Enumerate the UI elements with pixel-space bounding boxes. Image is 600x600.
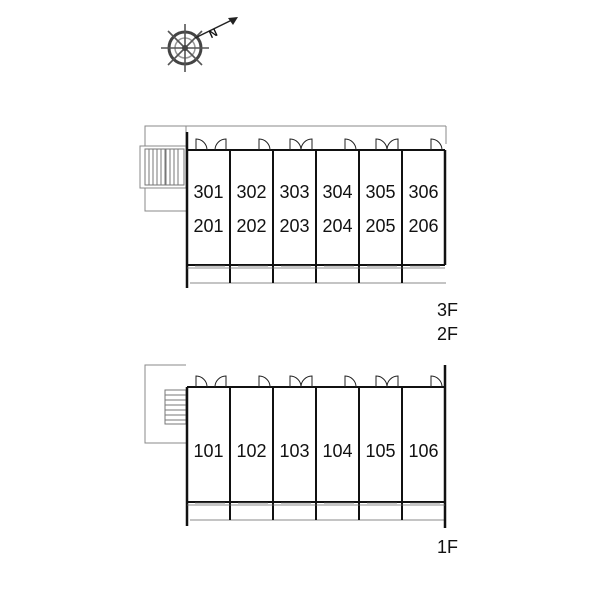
unit-label: 201	[193, 216, 223, 236]
compass-rose-icon	[161, 17, 238, 72]
floor-label-2f: 2F	[437, 324, 458, 344]
unit-label: 305	[365, 182, 395, 202]
unit-label: 101	[193, 441, 223, 461]
unit-label: 304	[322, 182, 352, 202]
lower-doors	[195, 375, 443, 388]
upper-stairs	[139, 145, 187, 189]
unit-label: 104	[322, 441, 352, 461]
unit-label: 103	[279, 441, 309, 461]
unit-label: 205	[365, 216, 395, 236]
lower-walls	[185, 365, 447, 528]
upper-unit-labels: 301 302 303 304 305 306 201 202 203 204 …	[193, 182, 438, 236]
floor-label-1f: 1F	[437, 537, 458, 557]
lower-balcony	[187, 502, 445, 506]
unit-label: 206	[408, 216, 438, 236]
unit-label: 106	[408, 441, 438, 461]
unit-label: 102	[236, 441, 266, 461]
floor-label-3f: 3F	[437, 300, 458, 320]
lower-stairs	[164, 389, 187, 425]
unit-label: 306	[408, 182, 438, 202]
upper-balcony	[187, 265, 445, 269]
upper-walls	[185, 132, 447, 288]
unit-label: 105	[365, 441, 395, 461]
unit-label: 303	[279, 182, 309, 202]
unit-label: 202	[236, 216, 266, 236]
compass-north-label: N	[207, 27, 219, 41]
unit-label: 301	[193, 182, 223, 202]
lower-outline	[144, 364, 446, 521]
unit-label: 203	[279, 216, 309, 236]
upper-block: 301 302 303 304 305 306 201 202 203 204 …	[139, 125, 458, 344]
unit-label: 302	[236, 182, 266, 202]
upper-outline	[144, 125, 447, 284]
lower-unit-labels: 101 102 103 104 105 106	[193, 441, 438, 461]
lower-block: 101 102 103 104 105 106 1F	[144, 364, 458, 557]
upper-doors	[195, 138, 443, 151]
unit-label: 204	[322, 216, 352, 236]
compass: N	[161, 17, 238, 72]
